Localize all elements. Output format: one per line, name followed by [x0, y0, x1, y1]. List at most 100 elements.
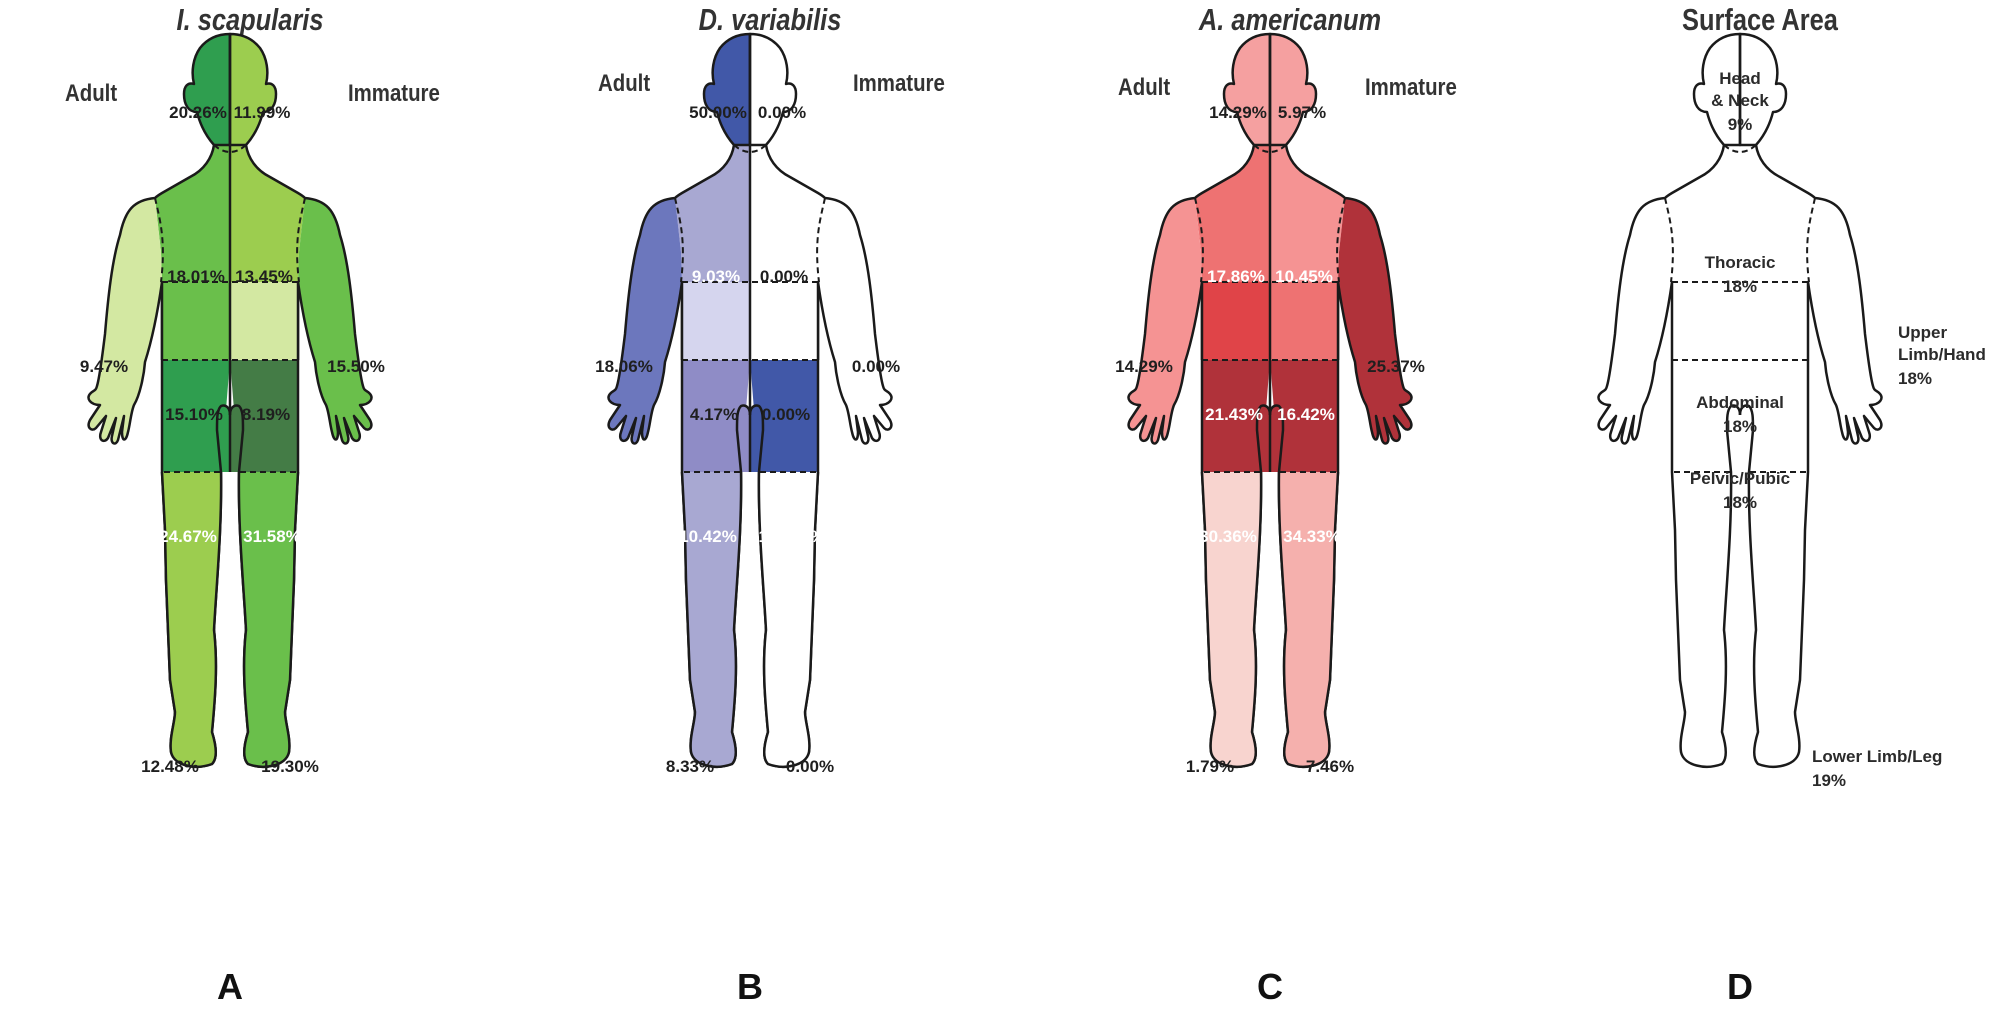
- adult-head-value: 20.26%: [169, 103, 227, 122]
- immature-head-region: [230, 34, 276, 145]
- body-figure: 50.00% 0.00% 9.03% 0.00% 18.06% 0.00% 4.17% 0.0…: [595, 32, 900, 776]
- shoulder-line: [1664, 197, 1674, 283]
- adult-arm-value: 18.06%: [595, 357, 653, 376]
- adult-pelvic-value: 10.42%: [679, 527, 737, 546]
- adult-abdominal-region: [681, 282, 750, 360]
- shoulder-line: [816, 197, 826, 283]
- adult-abdominal-value: 15.10%: [165, 405, 223, 424]
- adult-head-value: 50.00%: [689, 103, 747, 122]
- adult-leg-value: 8.33%: [666, 757, 714, 776]
- panel-d-variabilis: D. variabilis Adult Immature 50.00% 0.00%…: [520, 0, 1020, 1013]
- immature-label: Immature: [348, 80, 440, 107]
- immature-arm-value: 15.50%: [327, 357, 385, 376]
- shoulder-line: [674, 197, 684, 283]
- immature-abdominal-region: [1270, 282, 1339, 360]
- adult-head-region: [704, 34, 750, 145]
- adult-abdominal-value: 4.17%: [690, 405, 738, 424]
- region-value-pelvic: 18%: [1723, 493, 1757, 512]
- adult-label: Adult: [65, 80, 118, 107]
- shoulder-line: [1194, 197, 1204, 283]
- panel-title: I. scapularis: [176, 2, 324, 37]
- shoulder-line: [1806, 197, 1816, 283]
- right-outline: [1738, 32, 1883, 768]
- adult-leg-region: [1202, 472, 1262, 767]
- region-name-abdominal: Abdominal: [1696, 393, 1784, 412]
- panel-title: Surface Area: [1682, 2, 1838, 37]
- panel-title: A. americanum: [1198, 2, 1382, 37]
- adult-pelvic-value: 24.67%: [159, 527, 217, 546]
- immature-leg-region: [1278, 472, 1338, 767]
- region-value-head: 9%: [1728, 115, 1753, 134]
- immature-leg-value: 7.46%: [1306, 757, 1354, 776]
- adult-abdominal-value: 21.43%: [1205, 405, 1263, 424]
- adult-leg-value: 1.79%: [1186, 757, 1234, 776]
- adult-thoracic-value: 9.03%: [692, 267, 740, 286]
- region-name-lower-limb: Lower Limb/Leg: [1812, 747, 1942, 766]
- region-value-upper-limb: 18%: [1898, 369, 1932, 388]
- adult-pelvic-value: 30.36%: [1199, 527, 1257, 546]
- immature-pelvic-value: 100.00%: [758, 527, 825, 546]
- immature-leg-value: 0.00%: [786, 757, 834, 776]
- adult-leg-value: 12.48%: [141, 757, 199, 776]
- body-figure: 20.26% 11.99% 18.01% 13.45% 9.47% 15.50% 15.10…: [80, 32, 385, 776]
- adult-abdominal-region: [161, 282, 230, 360]
- immature-arm-value: 25.37%: [1367, 357, 1425, 376]
- left-side: [1597, 32, 1742, 768]
- adult-label: Adult: [598, 70, 651, 97]
- immature-arm-region: [818, 198, 892, 444]
- adult-leg-region: [682, 472, 742, 767]
- region-name-head: Head: [1719, 69, 1761, 88]
- panel-title: D. variabilis: [698, 2, 842, 37]
- region-name-upper-limb: Upper: [1898, 323, 1948, 342]
- immature-thoracic-value: 10.45%: [1275, 267, 1333, 286]
- adult-arm-value: 14.29%: [1115, 357, 1173, 376]
- immature-abdominal-region: [230, 282, 299, 360]
- shoulder-line: [1336, 197, 1346, 283]
- immature-thoracic-value: 0.00%: [760, 267, 808, 286]
- immature-arm-region: [298, 198, 372, 444]
- immature-thoracic-value: 13.45%: [235, 267, 293, 286]
- adult-thoracic-value: 17.86%: [1207, 267, 1265, 286]
- immature-head-region: [750, 34, 796, 145]
- region-value-abdominal: 18%: [1723, 417, 1757, 436]
- region-name-pelvic: Pelvic/Pubic: [1690, 469, 1790, 488]
- shoulder-line: [296, 197, 306, 283]
- adult-arm-value: 9.47%: [80, 357, 128, 376]
- adult-arm-region: [608, 198, 682, 444]
- adult-abdominal-region: [1201, 282, 1270, 360]
- immature-abdominal-value: 8.19%: [242, 405, 290, 424]
- adult-head-region: [1224, 34, 1270, 145]
- immature-leg-value: 19.30%: [261, 757, 319, 776]
- immature-label: Immature: [853, 70, 945, 97]
- shoulder-line: [154, 197, 164, 283]
- panel-a-americanum: A. americanum Adult Immature 14.29% 5.97%…: [1040, 0, 1540, 1013]
- immature-head-region: [1270, 34, 1316, 145]
- region-value-lower-limb: 19%: [1812, 771, 1846, 790]
- adult-label: Adult: [1118, 74, 1171, 101]
- immature-pelvic-value: 31.58%: [243, 527, 301, 546]
- immature-arm-value: 0.00%: [852, 357, 900, 376]
- immature-leg-region: [238, 472, 298, 767]
- panel-letter: A: [217, 966, 243, 1007]
- immature-head-value: 11.99%: [234, 103, 291, 122]
- adult-arm-region: [88, 198, 162, 444]
- panel-letter: B: [737, 966, 763, 1007]
- region-value-thoracic: 18%: [1723, 277, 1757, 296]
- immature-abdominal-region: [750, 282, 819, 360]
- panel-surface-area: Surface Area Head & Neck 9% Thoracic 18% Uppe…: [1510, 0, 2007, 1013]
- adult-head-region: [184, 34, 230, 145]
- region-name-thoracic: Thoracic: [1705, 253, 1776, 272]
- immature-head-value: 5.97%: [1278, 103, 1326, 122]
- body-figure: 14.29% 5.97% 17.86% 10.45% 14.29% 25.37% 21.43…: [1115, 32, 1425, 776]
- immature-leg-region: [758, 472, 818, 767]
- adult-head-value: 14.29%: [1209, 103, 1267, 122]
- adult-thoracic-value: 18.01%: [167, 267, 225, 286]
- adult-arm-region: [1128, 198, 1202, 444]
- region-name-upper-limb: Limb/Hand: [1898, 345, 1986, 364]
- immature-abdominal-value: 0.00%: [762, 405, 810, 424]
- region-name-head: & Neck: [1711, 91, 1769, 110]
- left-outline: [1597, 32, 1742, 768]
- immature-label: Immature: [1365, 74, 1457, 101]
